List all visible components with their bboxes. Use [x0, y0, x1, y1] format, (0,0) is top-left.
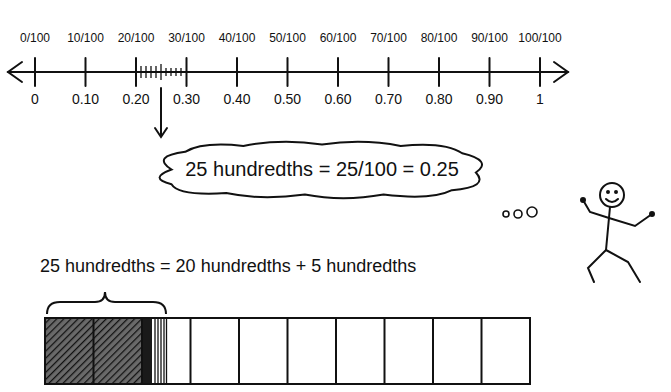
decimal-label: 1	[536, 91, 544, 107]
fraction-label: 80/100	[421, 32, 458, 46]
cloud-text: 25 hundredths = 25/100 = 0.25	[185, 158, 459, 181]
fraction-label: 70/100	[370, 32, 407, 46]
decimal-label: 0.60	[324, 91, 351, 107]
fraction-label: 50/100	[269, 32, 306, 46]
brace	[47, 292, 166, 314]
fraction-label: 40/100	[219, 32, 256, 46]
decimal-label: 0.30	[173, 91, 200, 107]
minor-ticks	[141, 64, 181, 80]
decimal-label: 0	[31, 91, 39, 107]
equation-label: 25 hundredths = 20 hundredths + 5 hundre…	[40, 256, 416, 277]
pointer-arrow	[155, 88, 167, 137]
fraction-label: 30/100	[168, 32, 205, 46]
decimal-label: 0.20	[122, 91, 149, 107]
decimal-label: 0.40	[223, 91, 250, 107]
fraction-label: 20/100	[118, 32, 155, 46]
number-line	[8, 58, 568, 86]
thought-bubbles	[503, 207, 537, 218]
fraction-label: 100/100	[518, 32, 561, 46]
stick-figure	[581, 183, 654, 282]
fraction-label: 0/100	[20, 32, 50, 46]
decimal-label: 0.70	[375, 91, 402, 107]
bar-model	[45, 318, 530, 384]
decimal-label: 0.90	[476, 91, 503, 107]
decimal-label: 0.50	[274, 91, 301, 107]
thought-cloud: 25 hundredths = 25/100 = 0.25	[151, 140, 493, 199]
fraction-label: 10/100	[67, 32, 104, 46]
decimal-label: 0.10	[72, 91, 99, 107]
decimal-label: 0.80	[425, 91, 452, 107]
fraction-label: 90/100	[471, 32, 508, 46]
fraction-label: 60/100	[320, 32, 357, 46]
